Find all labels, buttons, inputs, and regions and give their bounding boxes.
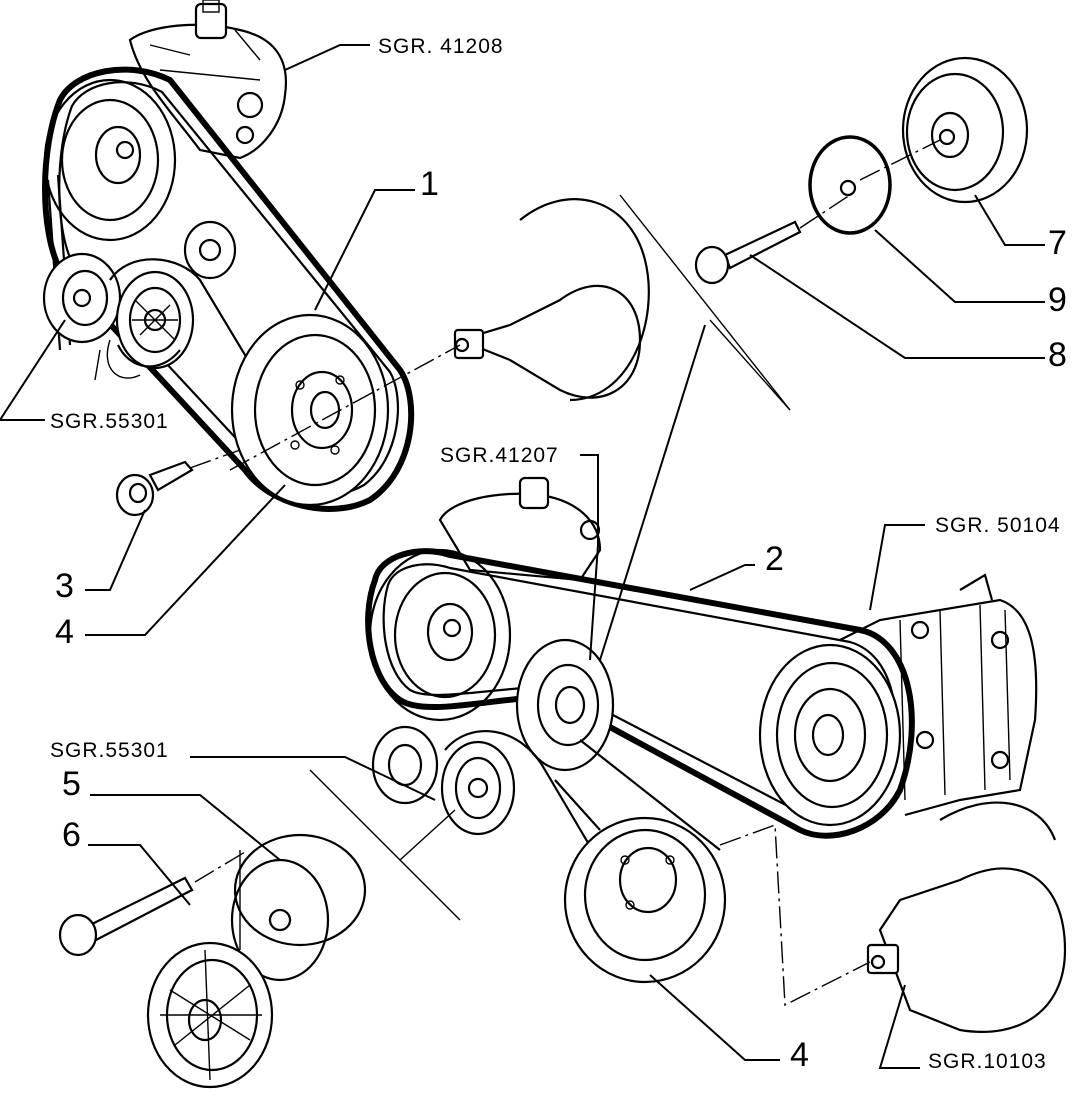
crankshaft-lower: [719, 801, 1067, 1033]
tensioner-5: [146, 833, 367, 1089]
ref-sgr-50104: SGR. 50104: [935, 514, 1061, 537]
ref-sgr-41208: SGR. 41208: [378, 35, 504, 58]
label-part-3: 3: [55, 567, 74, 605]
lower-assembly: [365, 476, 1038, 984]
crankshaft-pulley-upper: [230, 313, 390, 507]
label-part-5: 5: [62, 765, 81, 803]
ref-sgr-41207: SGR.41207: [440, 444, 559, 467]
bolt-8: [694, 139, 941, 285]
ref-sgr-55301-lower: SGR.55301: [50, 739, 169, 762]
label-part-9: 9: [1048, 281, 1067, 319]
bolt-6: [58, 851, 246, 957]
ref-sgr-55301-upper: SGR.55301: [50, 410, 169, 433]
label-part-4-lower: 4: [790, 1036, 809, 1074]
label-part-4-upper: 4: [55, 613, 74, 651]
label-part-1: 1: [420, 165, 439, 203]
idler-pulley-upper-left: [42, 252, 122, 344]
power-steering-pump-upper: [128, 0, 287, 160]
bolt-3: [115, 449, 241, 517]
tensioner-upper: [115, 270, 195, 370]
compressor-pulley: [758, 643, 902, 827]
washer-9: [808, 135, 892, 235]
label-part-2: 2: [765, 540, 784, 578]
ac-compressor: [839, 573, 1038, 817]
label-part-8: 8: [1048, 336, 1067, 374]
belt-1: [42, 66, 415, 512]
idler-pulley-lower: [515, 638, 615, 772]
ref-sgr-10103: SGR.10103: [928, 1050, 1047, 1073]
pulley-7: [901, 56, 1029, 204]
crankshaft-pulley-lower: [563, 816, 727, 984]
power-steering-pump-lower: [438, 476, 602, 582]
belt-2: [365, 548, 915, 839]
leader-lines: [0, 44, 1045, 1069]
upper-assembly: [42, 0, 415, 512]
label-part-6: 6: [62, 816, 81, 854]
label-part-7: 7: [1048, 224, 1067, 262]
crankshaft-upper: [229, 198, 650, 471]
